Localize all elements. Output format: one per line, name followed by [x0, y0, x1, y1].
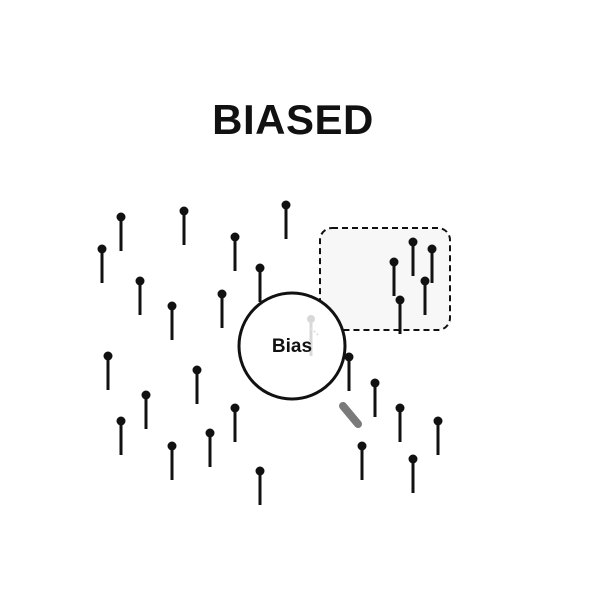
stick-figure-icon	[344, 352, 354, 391]
stick-figure-icon	[103, 351, 113, 390]
stick-figure-icon	[255, 466, 265, 505]
stick-figure-icon	[395, 403, 405, 442]
figure-head	[192, 365, 202, 375]
stick-figure-icon	[408, 454, 418, 493]
stick-figure-icon	[255, 263, 265, 302]
figure-head	[433, 416, 443, 426]
stick-figure-icon	[281, 200, 291, 239]
stick-figure-icon	[420, 276, 430, 315]
stick-figure-icon	[408, 237, 418, 276]
stick-figure-icon	[217, 289, 227, 328]
figure-head	[255, 263, 265, 273]
figure-head	[103, 351, 113, 361]
diagram-title: BIASED	[212, 96, 374, 143]
figure-head	[395, 295, 405, 305]
figure-head	[389, 257, 399, 267]
figure-head	[116, 416, 126, 426]
stick-figure-icon	[433, 416, 443, 455]
stick-figure-icon	[230, 403, 240, 442]
selection-box	[319, 227, 451, 331]
figure-head	[167, 441, 177, 451]
figure-head	[141, 390, 151, 400]
stick-figure-icon	[205, 428, 215, 467]
figure-head	[408, 454, 418, 464]
stick-figure-icon	[135, 276, 145, 315]
figure-head	[281, 200, 291, 210]
stick-figure-icon	[192, 365, 202, 404]
figure-head	[255, 466, 265, 476]
figure-head	[167, 301, 177, 311]
figure-head	[97, 244, 107, 254]
figure-head	[230, 403, 240, 413]
stick-figure-icon	[179, 206, 189, 245]
figure-head	[370, 378, 380, 388]
stick-figure-icon	[395, 295, 405, 334]
figure-head	[420, 276, 430, 286]
stick-figure-icon	[116, 212, 126, 251]
figure-head	[408, 237, 418, 247]
figure-head	[427, 244, 437, 254]
figure-head	[344, 352, 354, 362]
stick-figure-icon	[230, 232, 240, 271]
lens-label: Bias	[272, 336, 312, 357]
stick-figure-icon	[97, 244, 107, 283]
stick-figure-icon	[141, 390, 151, 429]
figure-head	[116, 212, 126, 222]
figure-head	[179, 206, 189, 216]
figure-head	[217, 289, 227, 299]
figure-head	[395, 403, 405, 413]
stick-figure-icon	[357, 441, 367, 480]
stick-figure-icon	[389, 257, 399, 296]
stick-figure-icon	[370, 378, 380, 417]
faded-figure-icon	[307, 315, 320, 356]
magnifying-glass-icon: Bias	[237, 291, 362, 428]
figure-head	[205, 428, 215, 438]
magnifier-handle	[339, 402, 362, 428]
figure-head	[357, 441, 367, 451]
figure-head	[230, 232, 240, 242]
figure-head	[135, 276, 145, 286]
figure-group	[97, 200, 443, 505]
magnifier-lens	[237, 291, 347, 401]
stick-figure-icon	[427, 244, 437, 283]
stick-figure-icon	[167, 441, 177, 480]
stick-figure-icon	[167, 301, 177, 340]
stick-figure-icon	[116, 416, 126, 455]
